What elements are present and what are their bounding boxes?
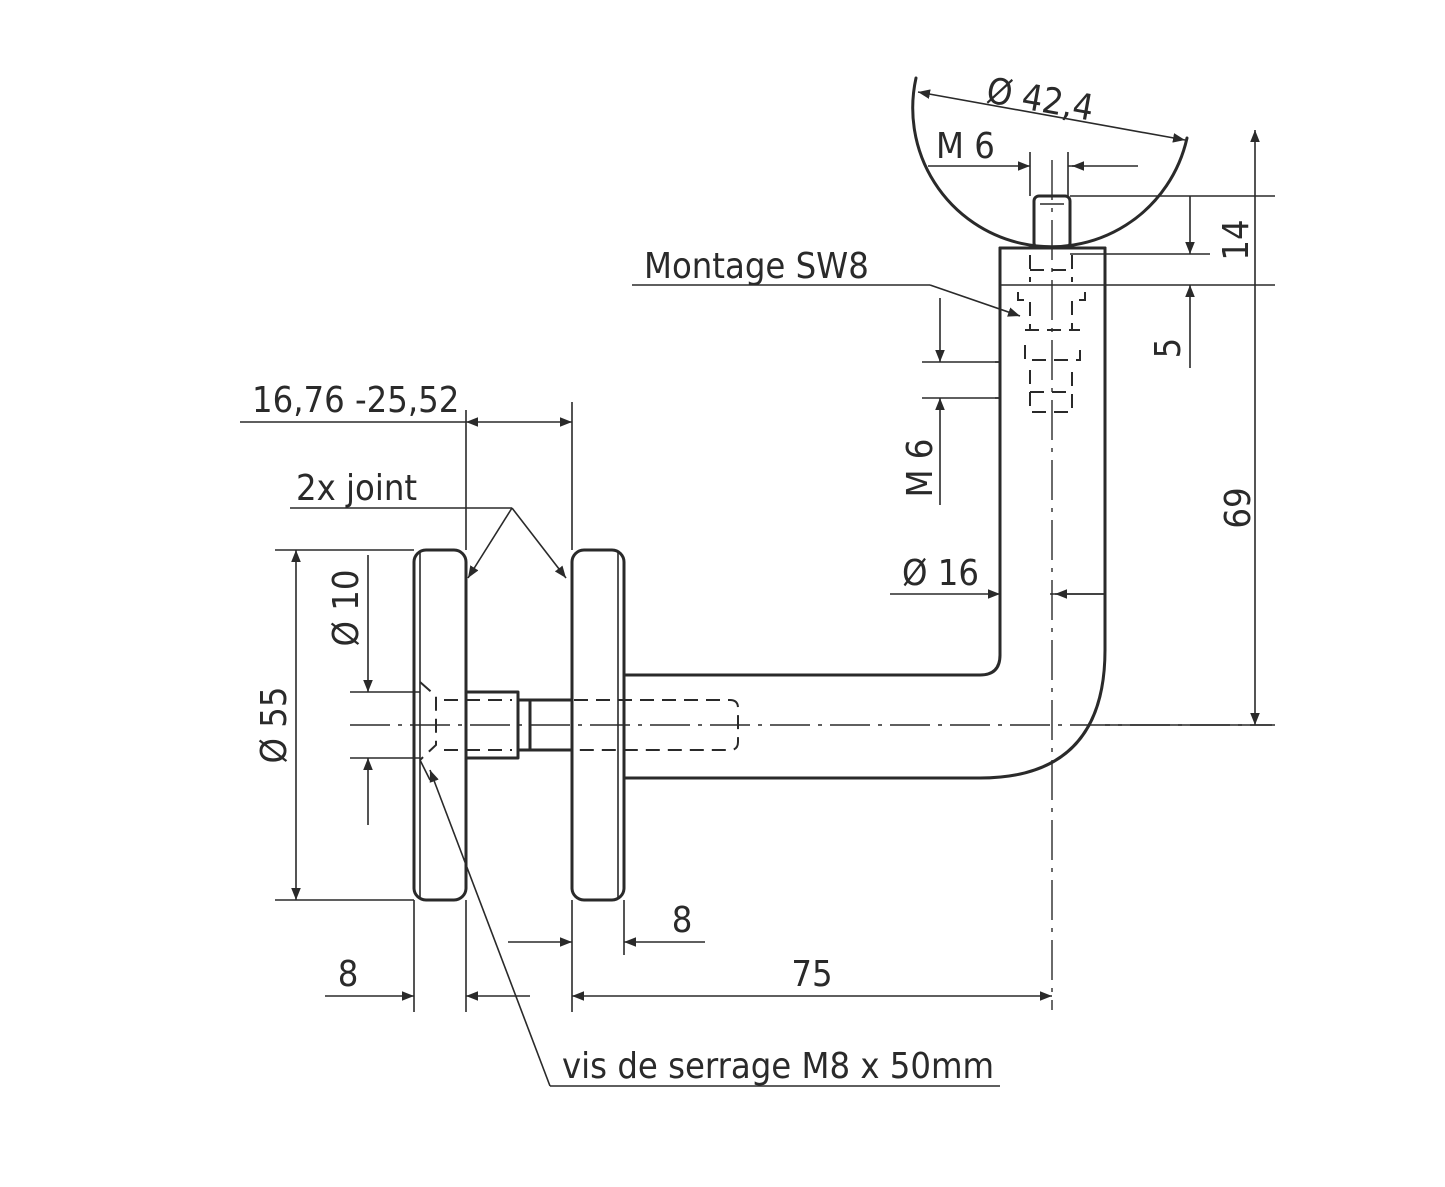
tube-bend-outer (623, 648, 1107, 780)
handrail-saddle (911, 76, 1189, 249)
thread-top-label: M 6 (936, 126, 995, 167)
screw-label: vis de serrage M8 x 50mm (562, 1046, 994, 1087)
part-outline (412, 76, 1189, 902)
montage-label: Montage SW8 (644, 246, 869, 287)
dim-8-right-label: 8 (672, 900, 693, 941)
dim-8-left-label: 8 (338, 954, 359, 995)
center-lines (350, 160, 1272, 1010)
dia-16-label: Ø 16 (902, 553, 979, 594)
range-label: 16,76 -25,52 (252, 380, 459, 421)
dim-69-label: 69 (1218, 487, 1259, 528)
tube-bend-inner (623, 653, 1002, 677)
dia-10-label: Ø 10 (326, 570, 367, 647)
dia-42-label: Ø 42,4 (983, 70, 1096, 129)
dim-75-label: 75 (791, 954, 832, 995)
dia-55-label: Ø 55 (254, 687, 295, 764)
dimensions: Ø 42,4 M 6 14 5 69 Montage SW8 M 6 (240, 70, 1275, 1087)
dim-5-label: 5 (1148, 338, 1189, 359)
thread-side-label: M 6 (900, 439, 941, 498)
joint-label: 2x joint (296, 468, 417, 509)
dim-14-label: 14 (1216, 219, 1257, 260)
